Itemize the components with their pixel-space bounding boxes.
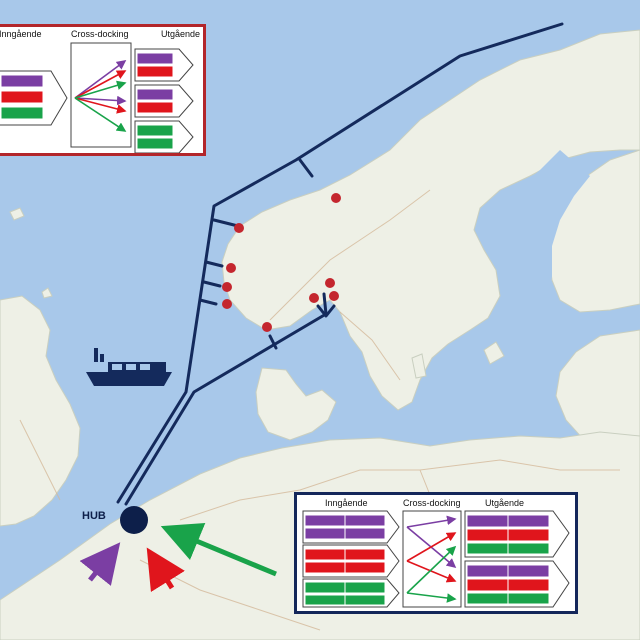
port-marker	[309, 293, 319, 303]
hub-label: HUB	[82, 510, 106, 522]
inbound-arrow-red	[146, 547, 185, 593]
outbound-stack	[464, 510, 570, 608]
crossdock-label: Cross-docking	[403, 498, 461, 508]
port-marker	[329, 291, 339, 301]
outbound-label: Utgående	[485, 498, 525, 508]
crossdock-arrows	[74, 60, 127, 132]
port-marker	[222, 282, 232, 292]
inbound-stack	[302, 510, 400, 608]
port-marker	[325, 278, 335, 288]
outbound-stack	[134, 48, 194, 153]
port-marker	[222, 299, 232, 309]
port-marker	[262, 322, 272, 332]
land-britain	[0, 295, 81, 527]
inbound-label: Inngående	[325, 498, 368, 508]
crossdock-arrows	[406, 515, 457, 603]
shipping-route	[116, 22, 564, 506]
inbound-label: Inngående	[0, 29, 42, 39]
inbound-arrow-purple	[79, 542, 121, 586]
outbound-label: Utgående	[161, 29, 201, 39]
land-islands	[9, 207, 505, 379]
port-marker	[331, 193, 341, 203]
port-markers	[222, 193, 341, 332]
gulf-of-bothnia	[486, 150, 590, 318]
crossdock-diagram-bottom	[302, 510, 570, 608]
crossdock-panel-bottom: Inngående Cross-docking Utgående	[294, 492, 578, 614]
land-scandinavia	[221, 29, 640, 411]
ship-icon	[86, 348, 172, 386]
inbound-arrow-green	[160, 523, 277, 577]
crossdock-diagram-top	[0, 42, 194, 153]
port-marker	[226, 263, 236, 273]
crossdock-label: Cross-docking	[71, 29, 129, 39]
land-denmark	[255, 367, 337, 441]
inbound-stack	[0, 70, 68, 126]
hub-marker	[120, 506, 148, 534]
port-marker	[234, 223, 244, 233]
crossdock-panel-top: Inngående Cross-docking Utgående	[0, 24, 206, 156]
